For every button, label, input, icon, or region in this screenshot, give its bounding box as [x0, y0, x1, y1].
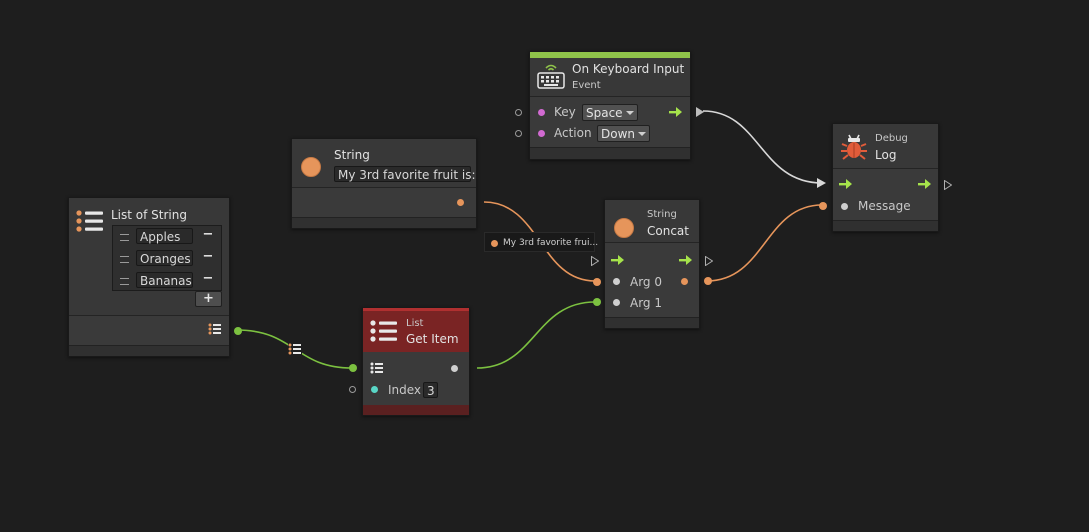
drag-handle-icon[interactable]	[120, 256, 129, 263]
value-preview-tooltip: My 3rd favorite frui...	[484, 232, 599, 252]
list-icon	[75, 209, 105, 233]
action-dropdown-value: Down	[601, 127, 636, 141]
arg0-input-port[interactable]	[593, 278, 601, 286]
string-icon	[301, 157, 321, 177]
key-input-port[interactable]	[515, 109, 522, 116]
action-type-dot	[538, 130, 545, 137]
string-output-port[interactable]	[457, 199, 464, 206]
action-label: Action	[554, 126, 592, 140]
key-dropdown[interactable]: Space	[582, 104, 638, 121]
arg0-type-dot	[613, 278, 620, 285]
add-item-button[interactable]: +	[195, 291, 222, 307]
list-output-port[interactable]	[234, 327, 242, 335]
list-item-field[interactable]: Apples	[136, 228, 193, 244]
remove-item-button[interactable]: −	[202, 227, 214, 242]
chevron-down-icon	[638, 132, 646, 136]
message-label: Message	[858, 199, 911, 213]
remove-item-button[interactable]: −	[202, 271, 214, 286]
message-input-port[interactable]	[819, 202, 827, 210]
node-title: On Keyboard Input	[572, 62, 685, 76]
event-accent-bar	[530, 52, 690, 58]
list-item-field[interactable]: Oranges	[136, 250, 193, 266]
drag-handle-icon[interactable]	[120, 278, 129, 285]
flow-output-port[interactable]	[696, 107, 704, 117]
flow-input-port[interactable]	[591, 255, 600, 267]
flow-input-arrow-icon	[611, 254, 625, 268]
string-literal-node[interactable]: String My 3rd favorite fruit is:	[291, 138, 477, 229]
wire-list-icon	[288, 343, 302, 355]
arg1-type-dot	[613, 299, 620, 306]
drag-handle-icon[interactable]	[120, 234, 129, 241]
node-title: String	[334, 148, 370, 162]
flow-output-arrow-icon	[918, 178, 932, 192]
key-dropdown-value: Space	[586, 106, 623, 120]
action-input-port[interactable]	[515, 130, 522, 137]
string-type-dot	[491, 240, 498, 247]
key-type-dot	[538, 109, 545, 116]
arg1-input-port[interactable]	[593, 298, 601, 306]
bug-icon	[840, 133, 868, 161]
flow-output-arrow-icon	[679, 254, 693, 268]
message-type-dot	[841, 203, 848, 210]
index-value-field[interactable]: 3	[423, 382, 438, 398]
node-subtitle: List	[406, 318, 424, 329]
concat-result-output-port[interactable]	[704, 277, 712, 285]
debug-log-node[interactable]: Debug Log Message	[819, 123, 953, 232]
string-concat-node[interactable]: String Concat Arg 0 Arg 1	[591, 199, 714, 329]
index-input-port[interactable]	[349, 386, 356, 393]
list-item-field[interactable]: Bananas	[136, 272, 193, 288]
node-subtitle: String	[647, 209, 677, 220]
index-type-dot	[371, 386, 378, 393]
action-dropdown[interactable]: Down	[597, 125, 650, 142]
list-input-port[interactable]	[349, 364, 357, 372]
flow-output-port[interactable]	[705, 255, 714, 267]
string-icon	[614, 218, 634, 238]
node-title: Concat	[647, 224, 689, 238]
node-title: Get Item	[406, 332, 459, 346]
remove-item-button[interactable]: −	[202, 249, 214, 264]
list-icon	[369, 319, 399, 343]
concat-result-port[interactable]	[681, 278, 688, 285]
flow-input-arrow-icon	[839, 178, 853, 192]
keyboard-input-node[interactable]: On Keyboard Input Event Key Space Action…	[515, 51, 704, 160]
wire-getitem-to-concat-arg1[interactable]	[476, 301, 596, 369]
list-output-icon	[208, 323, 222, 335]
index-label: Index	[388, 383, 422, 397]
wire-concat-to-log-message[interactable]	[706, 204, 823, 282]
arg0-label: Arg 0	[630, 275, 662, 289]
node-subtitle: Event	[572, 80, 601, 91]
list-of-string-node[interactable]: List of String Apples − Oranges − Banana…	[68, 197, 242, 357]
list-get-item-node[interactable]: List Get Item Index 3	[349, 307, 470, 416]
wire-flow-arrowhead	[817, 178, 826, 188]
flow-output-arrow-icon	[669, 106, 683, 120]
tooltip-text: My 3rd favorite frui...	[503, 238, 599, 248]
item-output-port[interactable]	[451, 365, 458, 372]
node-title: Log	[875, 148, 897, 162]
string-value-field[interactable]: My 3rd favorite fruit is:	[334, 166, 476, 182]
arg1-label: Arg 1	[630, 296, 662, 310]
node-title: List of String	[111, 208, 187, 222]
list-input-icon	[370, 362, 384, 374]
flow-output-port[interactable]	[944, 179, 953, 191]
list-footer	[363, 405, 469, 415]
key-label: Key	[554, 105, 576, 119]
chevron-down-icon	[626, 111, 634, 115]
keyboard-icon	[536, 61, 566, 91]
node-subtitle: Debug	[875, 133, 908, 144]
wire-flow-keyboard-to-log[interactable]	[702, 110, 823, 184]
